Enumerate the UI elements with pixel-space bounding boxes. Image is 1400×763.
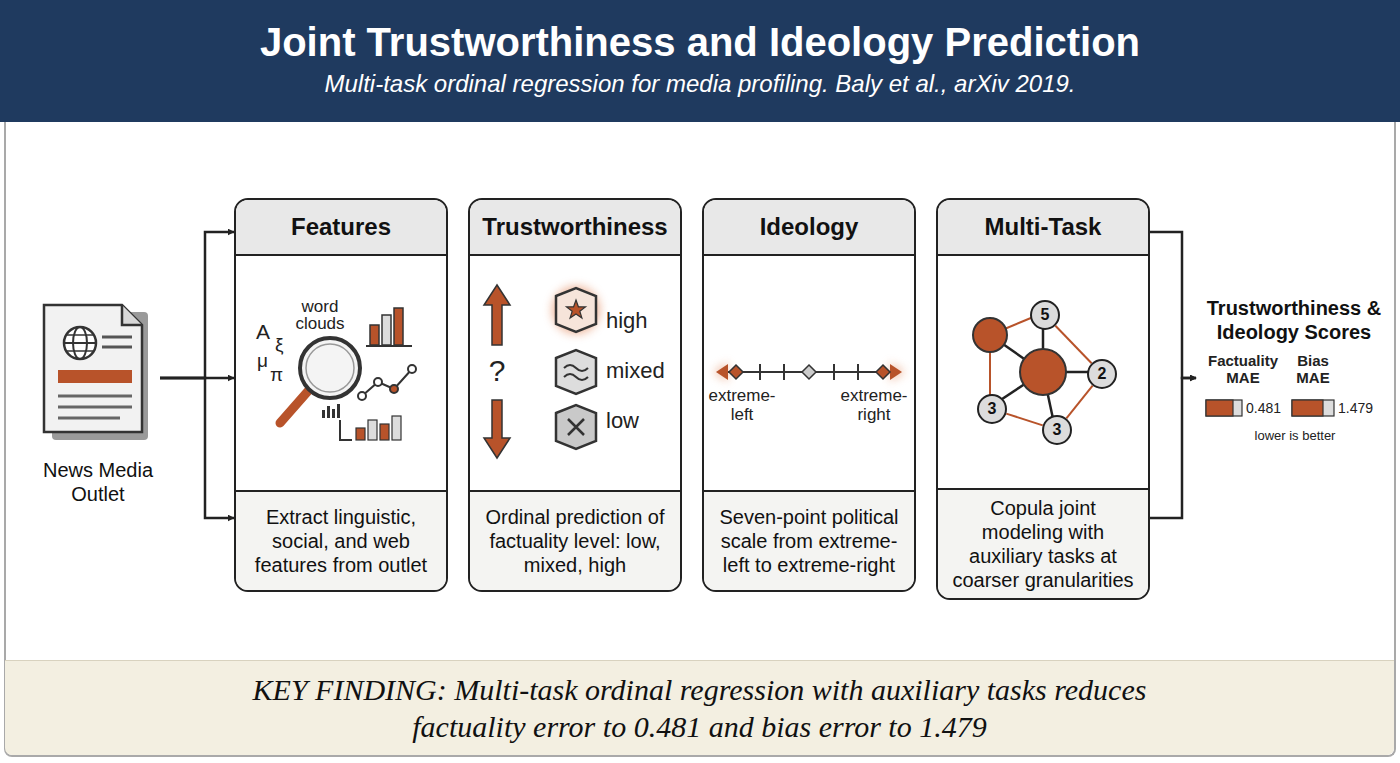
label: Bias MAE <box>1288 352 1338 386</box>
label: low <box>606 408 639 434</box>
box-heading: Ideology <box>760 213 859 241</box>
task-circle: 2 <box>1087 359 1117 389</box>
label: word clouds <box>284 298 356 332</box>
box-header: Features <box>236 200 446 256</box>
label: 1.479 <box>1338 400 1373 416</box>
box-body: Extract linguistic, social, and web feat… <box>236 490 446 590</box>
box-description: Copula joint modeling with auxiliary tas… <box>948 496 1138 592</box>
flow-arrow <box>1150 378 1196 518</box>
task-link <box>1006 414 1042 426</box>
label: lower is better <box>1200 428 1390 443</box>
flow-arrow <box>160 232 234 378</box>
box-description: Ordinal prediction of factuality level: … <box>480 505 670 577</box>
box-figure-area <box>236 256 446 490</box>
box-heading: Multi-Task <box>985 213 1102 241</box>
box-header: Trustworthiness <box>470 200 680 256</box>
callout-number: 2 <box>1098 366 1107 382</box>
box-body: Seven-point political scale from extreme… <box>704 490 914 590</box>
task-link <box>1055 326 1091 363</box>
political-scale <box>713 362 905 382</box>
process-box: Multi-TaskCopula joint modeling with aux… <box>936 198 1150 600</box>
mae-bars <box>1206 400 1334 416</box>
task-circle: 5 <box>1030 300 1060 330</box>
box-header: Multi-Task <box>938 200 1148 256</box>
label: ξ <box>275 334 284 356</box>
output-heading: Trustworthiness & Ideology Scores <box>1196 296 1392 344</box>
label: Multi-task ordinal regression for media … <box>0 70 1400 98</box>
box-body: Copula joint modeling with auxiliary tas… <box>938 488 1148 598</box>
box-heading: Features <box>291 213 391 241</box>
outlet-label: News Media Outlet <box>36 458 160 506</box>
callout-number: 5 <box>1041 307 1050 323</box>
callout-number: 3 <box>988 401 997 417</box>
label: Factuality MAE <box>1206 352 1280 386</box>
document-icon <box>44 305 148 440</box>
process-box: FeaturesExtract linguistic, social, and … <box>234 198 448 592</box>
box-header: Ideology <box>704 200 914 256</box>
label: A <box>256 320 270 344</box>
factuality-icons <box>484 285 600 458</box>
label: extreme-left <box>705 386 779 424</box>
task-circle: 3 <box>1042 415 1072 445</box>
task-circle: 3 <box>977 394 1007 424</box>
box-figure-area <box>704 256 914 490</box>
box-description: Seven-point political scale from extreme… <box>714 505 904 577</box>
task-graph <box>973 313 1100 428</box>
label: extreme-right <box>836 386 912 424</box>
title: Joint Trustworthiness and Ideology Predi… <box>0 18 1400 66</box>
process-box: TrustworthinessOrdinal prediction of fac… <box>468 198 682 592</box>
callout-number: 3 <box>1053 422 1062 438</box>
box-heading: Trustworthiness <box>482 213 667 241</box>
key-finding-text: KEY FINDING: Multi-task ordinal regressi… <box>195 671 1205 745</box>
label: ? <box>485 354 509 388</box>
box-body: Ordinal prediction of factuality level: … <box>470 490 680 590</box>
label: mixed <box>606 358 665 384</box>
label: μ <box>257 350 268 372</box>
label: 0.481 <box>1246 400 1281 416</box>
news-outlet: News Media Outlet <box>36 300 160 506</box>
flow-arrow <box>160 378 234 518</box>
output-scores: Trustworthiness & Ideology Scores <box>1196 296 1392 448</box>
flow-arrow <box>1150 232 1196 378</box>
task-link <box>1066 386 1092 419</box>
box-description: Extract linguistic, social, and web feat… <box>246 505 436 577</box>
label: π <box>270 364 283 386</box>
key-finding-band: KEY FINDING: Multi-task ordinal regressi… <box>5 660 1394 755</box>
label: high <box>606 308 648 334</box>
